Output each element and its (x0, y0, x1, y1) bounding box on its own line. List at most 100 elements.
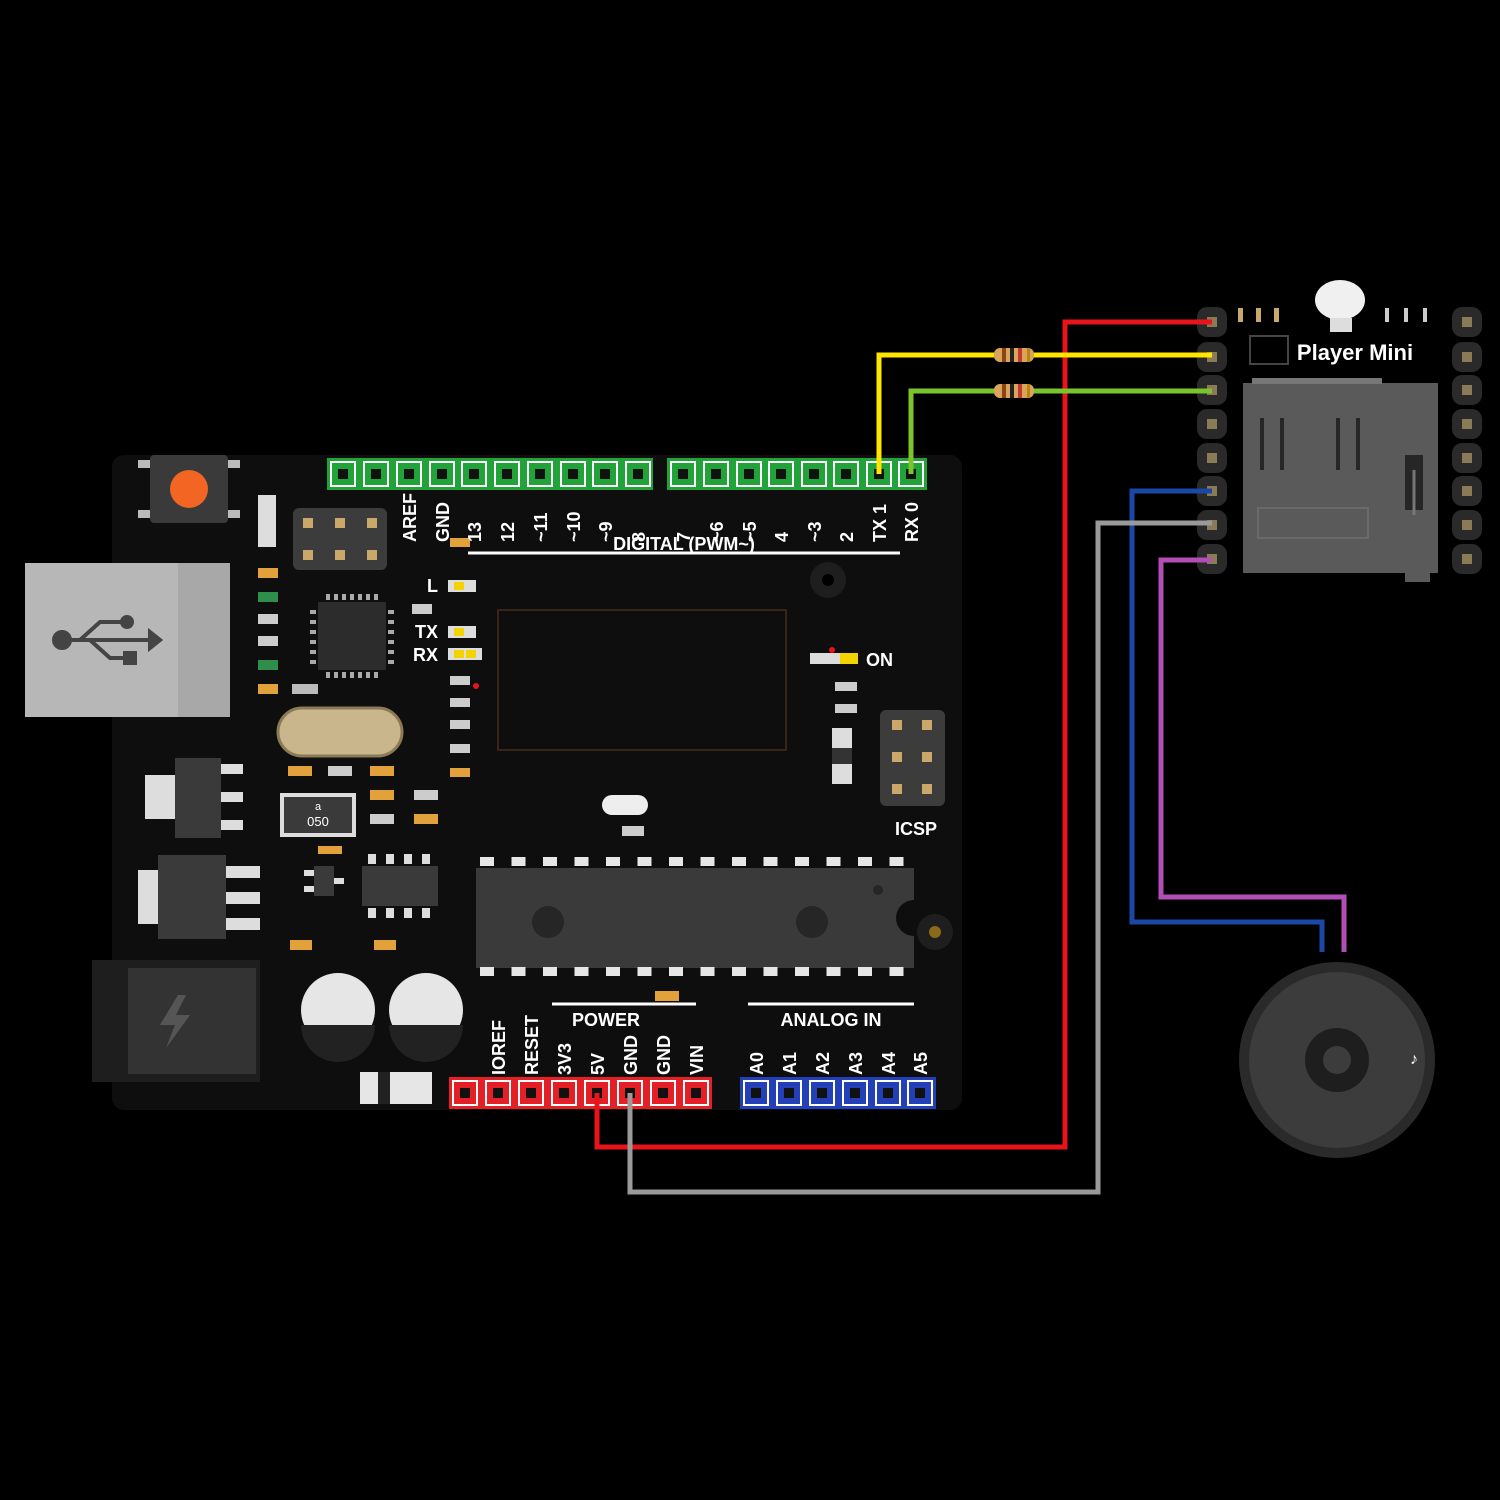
smd-components-left (258, 495, 318, 694)
fuse-code: 050 (307, 814, 329, 829)
resistor-tx (994, 348, 1034, 362)
digital-pin[interactable] (330, 461, 356, 487)
module-led (1315, 280, 1365, 320)
digital-pin[interactable] (801, 461, 827, 487)
power-pin[interactable] (650, 1080, 676, 1106)
digital-pin-label: ~11 (531, 512, 551, 542)
power-pin-label: GND (621, 1035, 641, 1075)
analog-pin-label: A3 (846, 1052, 866, 1075)
icsp-label: ICSP (895, 819, 937, 839)
digital-pin[interactable] (429, 461, 455, 487)
digital-pin-label: 2 (837, 532, 857, 542)
smd-crystal (602, 795, 648, 815)
analog-pin[interactable] (743, 1080, 769, 1106)
digital-pin[interactable] (625, 461, 651, 487)
digital-pin-label: AREF (400, 493, 420, 542)
digital-pin-label: TX 1 (870, 504, 890, 542)
digital-pin-label: 13 (465, 522, 485, 542)
dc-power-jack (92, 960, 260, 1082)
power-title: POWER (572, 1010, 640, 1030)
player-right-pin[interactable] (1452, 510, 1482, 540)
analog-pin[interactable] (809, 1080, 835, 1106)
digital-pin-label: 8 (629, 532, 649, 542)
usb-chip (310, 594, 394, 678)
component-outline (497, 609, 787, 751)
power-pin[interactable] (551, 1080, 577, 1106)
series-resistors (994, 348, 1034, 398)
digital-pin-label: ~5 (740, 521, 760, 542)
digital-pin-label: ~6 (707, 521, 727, 542)
digital-pin-label: ~3 (805, 521, 825, 542)
digital-pin[interactable] (670, 461, 696, 487)
digital-pin[interactable] (494, 461, 520, 487)
svg-text:a: a (315, 801, 322, 813)
power-pin[interactable] (485, 1080, 511, 1106)
resistor-smd (655, 991, 679, 1001)
player-left-pin[interactable] (1197, 443, 1227, 473)
power-pin-label: 5V (588, 1053, 608, 1075)
digital-pin[interactable] (363, 461, 389, 487)
wire (1129, 488, 1325, 952)
led-l-label: L (427, 576, 438, 596)
player-right-pin[interactable] (1452, 375, 1482, 405)
power-pin[interactable] (452, 1080, 478, 1106)
arduino-board: a 050 (25, 455, 962, 1110)
analog-pin-label: A2 (813, 1052, 833, 1075)
reset-button[interactable] (138, 455, 240, 523)
player-left-pin[interactable] (1197, 409, 1227, 439)
power-pin-label: RESET (522, 1015, 542, 1075)
speaker-terminal-mark: ♪ (1410, 1051, 1418, 1068)
digital-pin-label: 4 (772, 532, 792, 542)
digital-pin-label: ~9 (596, 521, 616, 542)
wire (627, 520, 1212, 1195)
analog-pin-label: A0 (747, 1052, 767, 1075)
player-right-pin[interactable] (1452, 342, 1482, 372)
digital-pin-label: ~10 (564, 511, 584, 542)
resistor-smd (290, 940, 312, 950)
icsp-header: ICSP (880, 710, 945, 839)
player-right-pin[interactable] (1452, 307, 1482, 337)
digital-pin[interactable] (592, 461, 618, 487)
electrolytic-capacitors (301, 973, 463, 1062)
digital-pin[interactable] (560, 461, 586, 487)
digital-pin-label: 7 (674, 532, 694, 542)
led-tx-label: TX (415, 622, 438, 642)
resistor-rx (994, 384, 1034, 398)
usb-icon (52, 615, 164, 665)
sd-card-slot (1243, 378, 1438, 582)
player-right-pin[interactable] (1452, 409, 1482, 439)
digital-pin[interactable] (527, 461, 553, 487)
atmega-chip (476, 857, 914, 976)
wire (908, 388, 1212, 474)
player-right-pin[interactable] (1452, 544, 1482, 574)
wire (876, 352, 1212, 474)
digital-pin[interactable] (833, 461, 859, 487)
wires (594, 319, 1347, 1195)
led-rx-label: RX (413, 645, 438, 665)
player-right-pin[interactable] (1452, 476, 1482, 506)
analog-pin[interactable] (875, 1080, 901, 1106)
usb-connector (25, 563, 230, 717)
analog-pin[interactable] (842, 1080, 868, 1106)
digital-pin[interactable] (461, 461, 487, 487)
speaker: ♪ (1239, 962, 1435, 1158)
analog-pin-label: A1 (780, 1052, 800, 1075)
wire (1158, 557, 1347, 952)
power-pin[interactable] (518, 1080, 544, 1106)
analog-pin-label: A5 (911, 1052, 931, 1075)
power-pin[interactable] (683, 1080, 709, 1106)
analog-pin[interactable] (776, 1080, 802, 1106)
digital-pin[interactable] (703, 461, 729, 487)
digital-pin-label: GND (433, 502, 453, 542)
power-pin-label: VIN (687, 1045, 707, 1075)
polyfuse: a 050 (280, 793, 356, 837)
digital-pin[interactable] (768, 461, 794, 487)
player-right-pin[interactable] (1452, 443, 1482, 473)
digital-title: DIGITAL (PWM~) (613, 534, 755, 554)
digital-pin[interactable] (396, 461, 422, 487)
digital-pin[interactable] (736, 461, 762, 487)
analog-pin[interactable] (907, 1080, 933, 1106)
